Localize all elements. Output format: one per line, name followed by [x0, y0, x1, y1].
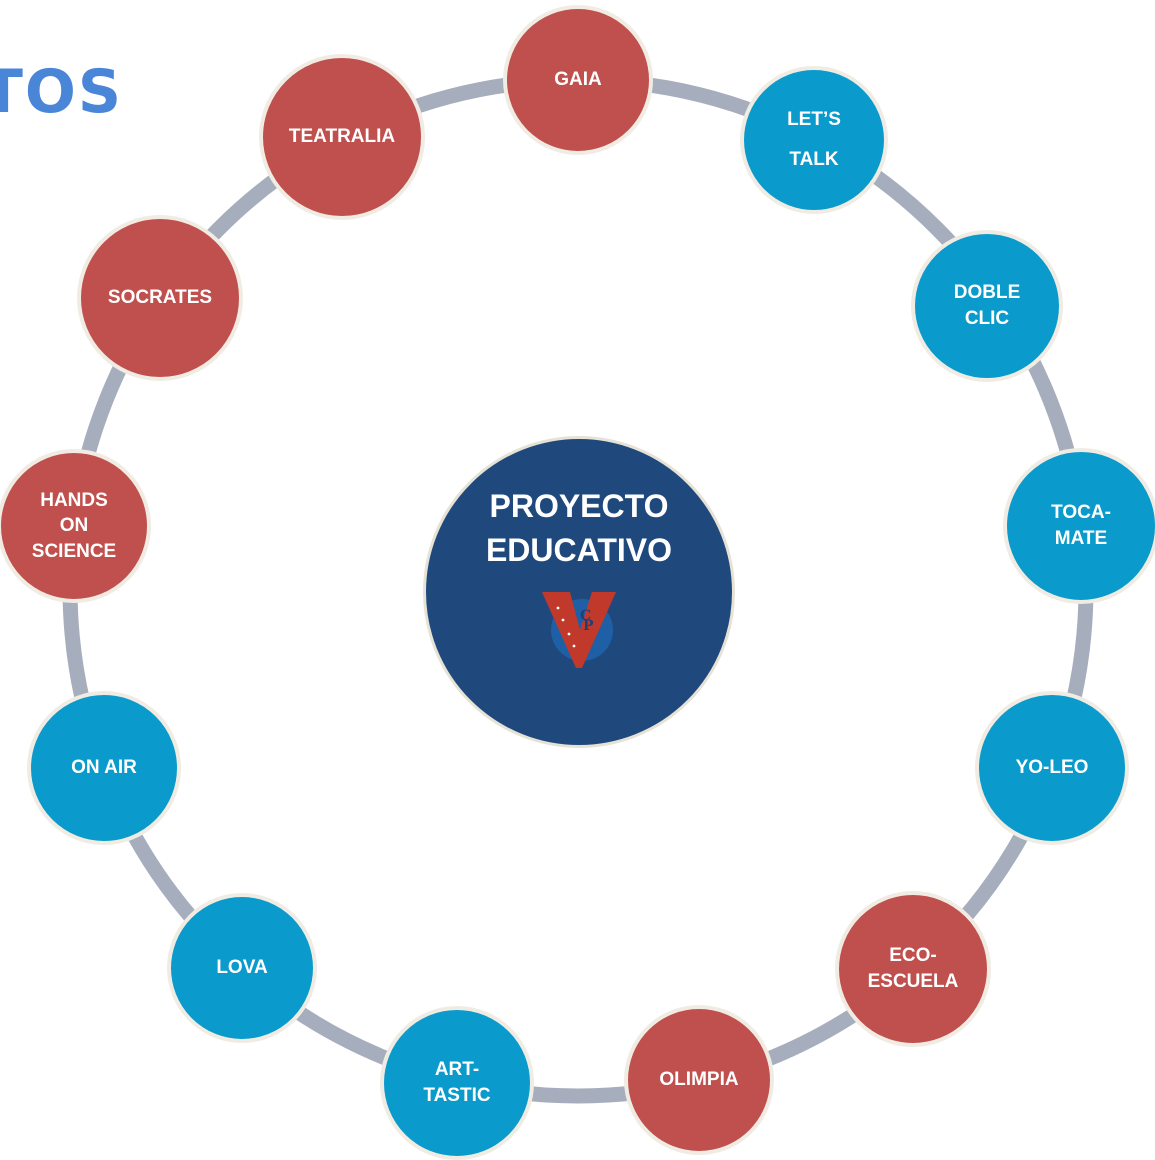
- page-heading: TOS: [0, 57, 124, 127]
- node-label: LET’S TALK: [787, 109, 841, 170]
- node-label: HANDS ON SCIENCE: [31, 489, 117, 562]
- node-yo-leo[interactable]: YO-LEO: [975, 691, 1129, 845]
- node-art-tastic[interactable]: ART- TASTIC: [380, 1006, 534, 1160]
- node-label: DOBLE CLIC: [953, 282, 1021, 329]
- node-toca-mate[interactable]: TOCA- MATE: [1003, 448, 1155, 604]
- node-on-air[interactable]: ON AIR: [27, 691, 181, 845]
- node-hands-on-science[interactable]: HANDS ON SCIENCE: [0, 449, 151, 603]
- node-label: SOCRATES: [107, 287, 213, 309]
- node-label: GAIA: [554, 69, 602, 91]
- node-lova[interactable]: LOVA: [167, 893, 317, 1043]
- node-olimpia[interactable]: OLIMPIA: [624, 1005, 774, 1155]
- school-logo: C P: [542, 592, 616, 669]
- node-lets-talk[interactable]: LET’S TALK: [740, 66, 888, 214]
- node-socrates[interactable]: SOCRATES: [77, 215, 243, 381]
- node-label: ECO- ESCUELA: [867, 945, 959, 992]
- logo-letter-c: C: [580, 608, 591, 624]
- central-project-circle: PROYECTO EDUCATIVO C P: [423, 436, 735, 748]
- node-doble-clic[interactable]: DOBLE CLIC: [911, 230, 1063, 382]
- node-gaia[interactable]: GAIA: [503, 5, 653, 155]
- node-label: TOCA- MATE: [1051, 502, 1111, 549]
- node-label: LOVA: [216, 957, 268, 979]
- node-label: ART- TASTIC: [423, 1059, 491, 1106]
- node-label: ON AIR: [71, 757, 137, 779]
- node-label: YO-LEO: [1015, 757, 1089, 779]
- logo-letter-p: P: [583, 618, 594, 634]
- node-label: OLIMPIA: [659, 1069, 739, 1091]
- center-title: PROYECTO EDUCATIVO: [485, 487, 673, 568]
- node-teatralia[interactable]: TEATRALIA: [259, 54, 425, 220]
- node-label: TEATRALIA: [288, 126, 396, 148]
- node-eco-escuela[interactable]: ECO- ESCUELA: [835, 891, 991, 1047]
